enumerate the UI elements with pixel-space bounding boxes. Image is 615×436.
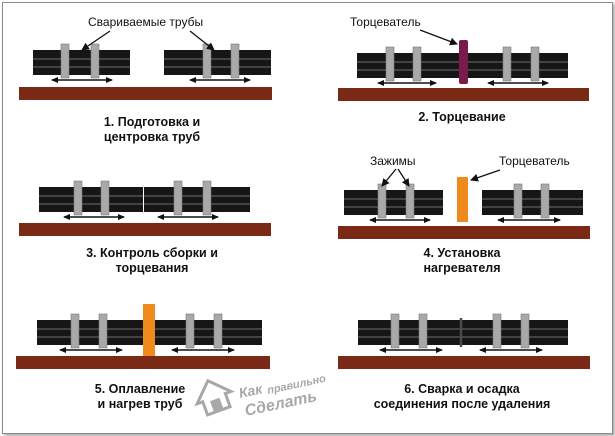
clamp [173, 180, 183, 216]
heater-plate [457, 177, 468, 222]
clamp [520, 313, 530, 349]
clamps-label: Зажимы [370, 154, 416, 168]
trimmer [459, 40, 468, 84]
clamp [98, 313, 108, 349]
base-plate [338, 356, 590, 369]
step-caption: 3. Контроль сборки и [86, 246, 218, 260]
pipe [468, 53, 568, 78]
base-plate [19, 87, 272, 100]
clamp [60, 43, 70, 79]
step-caption: 5. Оплавление [95, 382, 186, 396]
pointer-arrow [397, 168, 410, 187]
pointer-arrow [381, 168, 397, 187]
trimmer-label: Торцеватель [350, 15, 421, 29]
pointer-arrow [81, 30, 111, 51]
step-caption: 4. Установка [424, 246, 502, 260]
clamp [540, 183, 550, 219]
base-plate [16, 356, 270, 369]
clamp [492, 313, 502, 349]
clamp [390, 313, 400, 349]
clamp [185, 313, 195, 349]
step-6-panel: 6. Сварка и осадка соединения после удал… [338, 313, 590, 411]
clamp [70, 313, 80, 349]
step-caption: торцевания [116, 261, 189, 275]
pipe [344, 190, 443, 215]
step-caption: 6. Сварка и осадка [404, 382, 521, 396]
clamp [377, 183, 387, 219]
step-caption: центровка труб [104, 130, 200, 144]
pipe [358, 320, 568, 345]
pointer-arrow [470, 169, 501, 182]
pipe [482, 190, 583, 215]
heater-plate [143, 304, 155, 356]
step-5-panel: 5. Оплавление и нагрев труб [16, 304, 270, 411]
clamp [502, 46, 512, 82]
clamp [202, 43, 212, 79]
clamp [405, 183, 415, 219]
pipe [144, 187, 250, 212]
clamp [100, 180, 110, 216]
trimmer-label: Торцеватель [499, 154, 570, 168]
pipe [164, 50, 271, 75]
step-caption: 1. Подготовка и [104, 115, 200, 129]
clamp [418, 313, 428, 349]
step-caption: соединения после удаления [374, 397, 551, 411]
clamp [230, 43, 240, 79]
clamp [202, 180, 212, 216]
pipe [33, 50, 130, 75]
house-icon [194, 378, 235, 417]
clamp [213, 313, 223, 349]
watermark-logo: Как правильно Сделать [194, 373, 327, 420]
pointer-arrow [189, 30, 215, 51]
pipe [39, 187, 143, 212]
base-plate [338, 88, 589, 101]
pointer-arrow [419, 29, 458, 46]
clamp [412, 46, 422, 82]
clamp [385, 46, 395, 82]
base-plate [338, 226, 590, 239]
step-2-panel: Торцеватель 2. Торцевание [338, 15, 589, 124]
clamp [73, 180, 83, 216]
clamp [513, 183, 523, 219]
step-1-panel: Свариваемые трубы 1. Подготовка и центро… [19, 15, 272, 144]
watermark-text: Как [237, 380, 264, 401]
clamp [90, 43, 100, 79]
clamp [530, 46, 540, 82]
pipe [37, 320, 143, 345]
step-4-panel: Зажимы Торцеватель 4. Установка нагреват… [338, 154, 590, 275]
step-caption: 2. Торцевание [418, 110, 505, 124]
step-caption: и нагрев труб [98, 397, 183, 411]
base-plate [19, 223, 271, 236]
pipe [155, 320, 262, 345]
pipe [357, 53, 459, 78]
pipes-label: Свариваемые трубы [88, 15, 203, 29]
step-3-panel: 3. Контроль сборки и торцевания [19, 180, 271, 275]
step-caption: нагревателя [423, 261, 500, 275]
